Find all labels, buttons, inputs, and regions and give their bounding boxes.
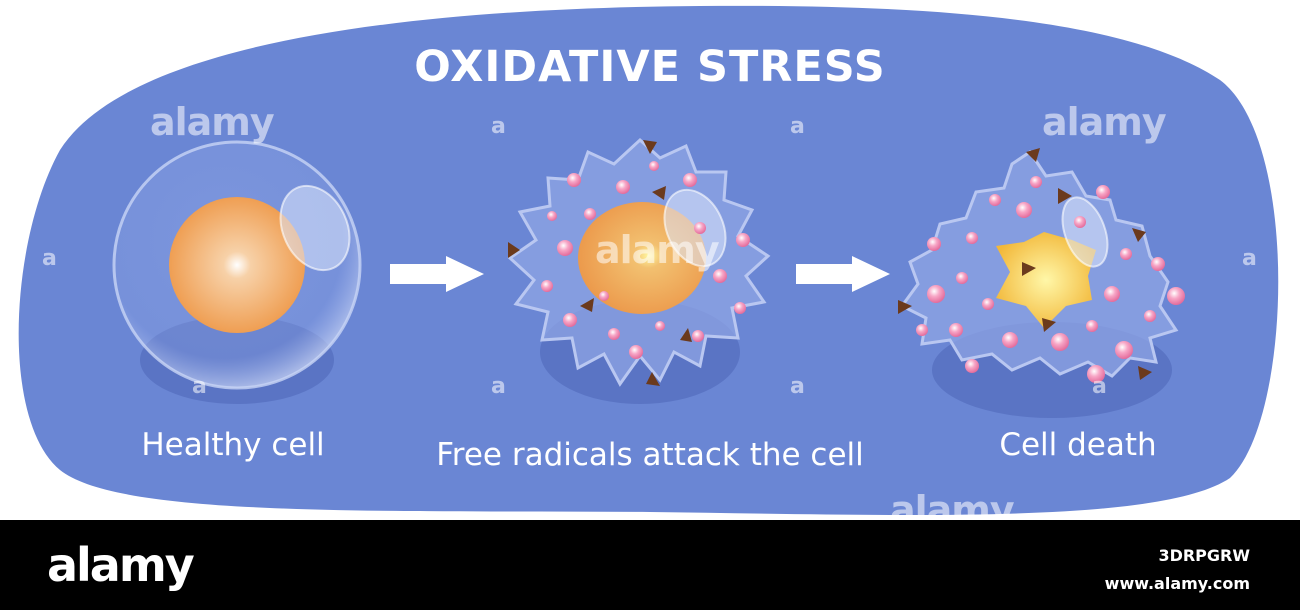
free-radical [1002, 332, 1018, 348]
radical-triangle [1026, 148, 1040, 162]
free-radical [1144, 310, 1156, 322]
free-radical [655, 321, 665, 331]
free-radical [965, 359, 979, 373]
free-radical [1167, 287, 1185, 305]
free-radical [1120, 248, 1132, 260]
free-radical [1030, 176, 1042, 188]
radical-triangle [898, 300, 912, 314]
free-radical [1115, 341, 1133, 359]
free-radical [692, 330, 704, 342]
free-radical [541, 280, 553, 292]
footer-url: www.alamy.com [1104, 574, 1250, 593]
radical-triangle [652, 186, 666, 200]
free-radical [567, 173, 581, 187]
free-radical [584, 208, 596, 220]
healthy-cell-nucleus [169, 197, 305, 333]
radical-triangle [1022, 262, 1036, 276]
watermark-mark: a [491, 114, 506, 139]
watermark-mark: a [1092, 374, 1107, 399]
diagram-canvas [18, 5, 1279, 515]
free-radical [629, 345, 643, 359]
free-radical [1096, 185, 1110, 199]
footer-bar: alamy 3DRPGRW www.alamy.com [0, 520, 1300, 610]
free-radical [683, 173, 697, 187]
radical-triangle [508, 242, 520, 258]
free-radical [649, 161, 659, 171]
free-radical [547, 211, 557, 221]
free-radical [927, 237, 941, 251]
free-radical [1074, 216, 1086, 228]
stage-label-free-radicals: Free radicals attack the cell [436, 437, 864, 473]
radical-triangle [680, 328, 692, 342]
watermark: alamy [150, 100, 275, 144]
free-radical [734, 302, 746, 314]
dying-cell-illustration [899, 149, 1179, 418]
watermark-mark: a [790, 114, 805, 139]
free-radical [563, 313, 577, 327]
dying-cell-nucleus [996, 232, 1096, 328]
dying-cell-highlight [1061, 196, 1109, 268]
free-radical [713, 269, 727, 283]
radical-triangle [1132, 228, 1146, 242]
free-radicals-stage-2 [508, 140, 750, 386]
healthy-cell-illustration [112, 140, 362, 404]
free-radical [608, 328, 620, 340]
watermark-mark: a [1242, 246, 1257, 271]
watermark-mark: a [192, 374, 207, 399]
watermark-mark: a [790, 374, 805, 399]
free-radical [1051, 333, 1069, 351]
watermark-mark: a [42, 246, 57, 271]
free-radical [694, 222, 706, 234]
free-radical [1086, 320, 1098, 332]
free-radical [949, 323, 963, 337]
free-radical [1087, 365, 1105, 383]
free-radical [557, 240, 573, 256]
stage-label-cell-death: Cell death [999, 427, 1157, 463]
free-radical [1016, 202, 1032, 218]
radical-triangle [1058, 188, 1072, 204]
healthy-cell-highlight [279, 184, 351, 272]
free-radical [616, 180, 630, 194]
radical-triangle [643, 140, 657, 154]
watermark: alamy [595, 228, 720, 272]
radical-triangle [1138, 366, 1152, 380]
free-radical [1151, 257, 1165, 271]
free-radical [927, 285, 945, 303]
free-radical [736, 233, 750, 247]
free-radical [966, 232, 978, 244]
arrow-right-icon [390, 256, 484, 292]
radical-triangle [580, 298, 594, 312]
radical-triangle [646, 372, 660, 386]
free-radicals-stage-3 [898, 148, 1185, 383]
free-radical [989, 194, 1001, 206]
free-radical [599, 291, 609, 301]
diagram-title: OXIDATIVE STRESS [414, 42, 886, 92]
free-radical [1104, 286, 1120, 302]
radical-triangle [1042, 318, 1056, 332]
watermark: alamy [1042, 100, 1167, 144]
watermark-mark: a [491, 374, 506, 399]
image-id: 3DRPGRW [1158, 546, 1250, 565]
stage-label-healthy-cell: Healthy cell [141, 427, 325, 463]
free-radical [916, 324, 928, 336]
free-radical [956, 272, 968, 284]
free-radical [982, 298, 994, 310]
alamy-logo: alamy [47, 538, 195, 592]
arrow-right-icon [796, 256, 890, 292]
